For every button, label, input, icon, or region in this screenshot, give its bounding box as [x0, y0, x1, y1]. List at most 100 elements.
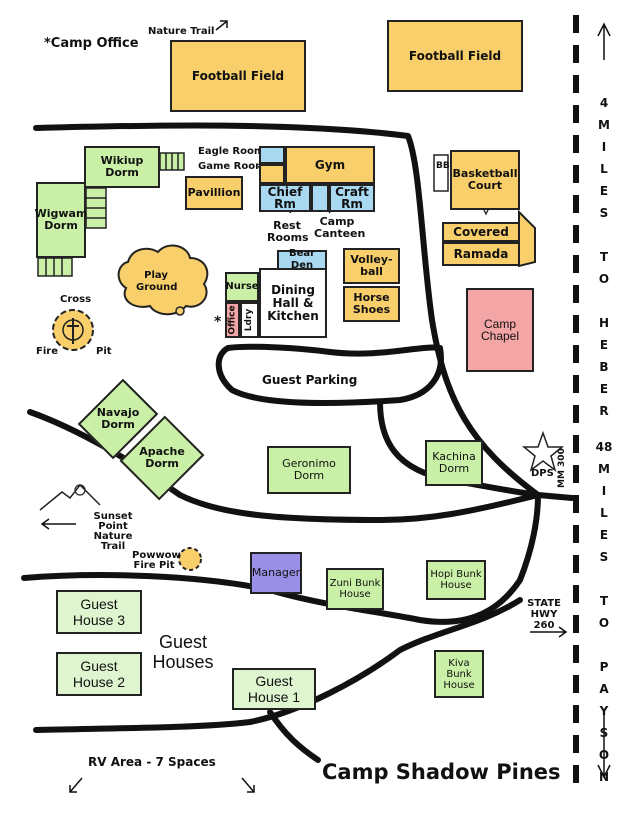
guest-house-3: Guest House 3	[56, 590, 142, 634]
bottom-letter: N	[598, 770, 610, 784]
top-letter	[594, 290, 614, 312]
basketball-court[interactable]: Basketball Court	[450, 150, 520, 210]
heber-miles-number: 4	[599, 96, 609, 110]
arrow-up-icon	[597, 22, 611, 60]
bottom-letter	[594, 634, 614, 656]
chief-room: Chief Rm	[259, 184, 311, 212]
top-letter: B	[599, 360, 609, 374]
fire-label: Fire	[36, 346, 58, 357]
laundry-label: Ldry	[244, 308, 255, 332]
kachina-dorm: Kachina Dorm	[425, 440, 483, 486]
nurse: Nurse	[225, 272, 259, 302]
mm300-label: MM 300	[557, 448, 567, 488]
road-rv-branch	[267, 709, 321, 763]
top-letter: E	[599, 184, 609, 198]
bottom-letter: O	[598, 616, 610, 630]
kiva-bunk-house: Kiva Bunk House	[434, 650, 484, 698]
arrow-down-icon	[597, 715, 611, 779]
road-top	[33, 122, 541, 498]
bottom-letter: M	[598, 462, 610, 476]
rv-arrow-right-icon	[241, 777, 255, 793]
nature-trail-arrow-icon	[215, 20, 228, 31]
map-title: Camp Shadow Pines	[322, 760, 561, 784]
bottom-letter: Y	[599, 704, 609, 718]
sunset-arrow-icon	[40, 518, 76, 530]
guest-house-1: Guest House 1	[232, 668, 316, 710]
guest-house-2: Guest House 2	[56, 652, 142, 696]
playground-shape	[117, 244, 209, 316]
wikiup-steps	[37, 152, 185, 277]
apache-dorm-label: Apache Dorm	[139, 445, 185, 470]
covered-ramada-bottom: Ramada	[442, 242, 520, 266]
state-hwy-label: STATE HWY 260	[527, 598, 561, 631]
bottom-letter: P	[599, 660, 609, 674]
craft-room: Craft Rm	[329, 184, 375, 212]
top-letter: O	[598, 272, 610, 286]
dining-hall: Dining Hall & Kitchen	[259, 268, 327, 338]
wikiup-dorm: Wikiup Dorm	[84, 146, 160, 188]
office-label: Office	[227, 305, 238, 335]
covered-ramada-top: Covered	[442, 222, 520, 242]
cross-label: Cross	[60, 294, 92, 305]
powwow-label: Powwow Fire Pit	[132, 550, 181, 571]
top-letter: L	[600, 162, 608, 176]
bear-den: Bear Den	[277, 248, 327, 271]
geronimo-dorm: Geronimo Dorm	[267, 446, 351, 494]
road-lower	[21, 492, 541, 625]
bottom-letter: S	[599, 550, 609, 564]
rv-arrow-left-icon	[69, 777, 83, 793]
guest-parking-label: Guest Parking	[262, 373, 358, 387]
road-hwy-connector	[535, 492, 575, 501]
horseshoes-pit[interactable]: Horse Shoes	[343, 286, 400, 322]
nature-trail-label: Nature Trail	[148, 26, 215, 37]
bottom-letter: O	[598, 748, 610, 762]
wigwam-dorm: Wigwam Dorm	[35, 182, 87, 258]
play-ground-label: Play Ground	[136, 270, 178, 293]
payson-miles-number: 48	[595, 440, 613, 454]
mountain-icon	[39, 483, 101, 511]
laundry: Ldry	[240, 302, 259, 338]
dps-star-icon	[521, 430, 565, 472]
football-field-2: Football Field	[387, 20, 523, 92]
navajo-dorm-label: Navajo Dorm	[96, 406, 140, 431]
bottom-letter: S	[599, 726, 609, 740]
pit-label: Pit	[96, 346, 112, 357]
bottom-letter: L	[600, 506, 608, 520]
eagle-room-label: Eagle Room	[198, 146, 265, 157]
hopi-bunk-house: Hopi Bunk House	[426, 560, 486, 600]
bbq-box	[433, 154, 449, 192]
top-letter: R	[599, 404, 609, 418]
top-letter: M	[598, 118, 610, 132]
top-letter: S	[599, 206, 609, 220]
camp-chapel: Camp Chapel	[466, 288, 534, 372]
zuni-bunk-house: Zuni Bunk House	[326, 568, 384, 610]
rest-rooms-label: Rest Rooms	[267, 219, 309, 244]
road-parking-loop	[215, 343, 444, 406]
bottom-letter: E	[599, 528, 609, 542]
top-letter	[594, 224, 614, 246]
volleyball-court[interactable]: Volley-ball	[343, 248, 400, 284]
bottom-letter: A	[599, 682, 609, 696]
camp-office-label: *Camp Office	[44, 36, 139, 51]
top-letter: E	[599, 382, 609, 396]
bottom-letter: T	[599, 594, 609, 608]
top-letter: T	[599, 250, 609, 264]
bbq-label: BBQ	[436, 160, 457, 172]
pavillion: Pavillion	[185, 176, 243, 210]
manager-office: Manager	[250, 552, 302, 594]
sunset-point-label: Sunset Point Nature Trail	[93, 511, 133, 552]
eagle-room	[259, 146, 285, 164]
game-room-label: Game Room	[198, 161, 266, 172]
top-letter: I	[601, 140, 607, 154]
gym: Gym	[285, 146, 375, 184]
rest-rooms	[311, 184, 329, 212]
game-room	[259, 164, 285, 184]
rv-area-label: RV Area - 7 Spaces	[88, 755, 216, 769]
guest-houses-label: Guest Houses	[152, 632, 214, 672]
bottom-letter: I	[601, 484, 607, 498]
office-star-label: *	[214, 314, 222, 330]
